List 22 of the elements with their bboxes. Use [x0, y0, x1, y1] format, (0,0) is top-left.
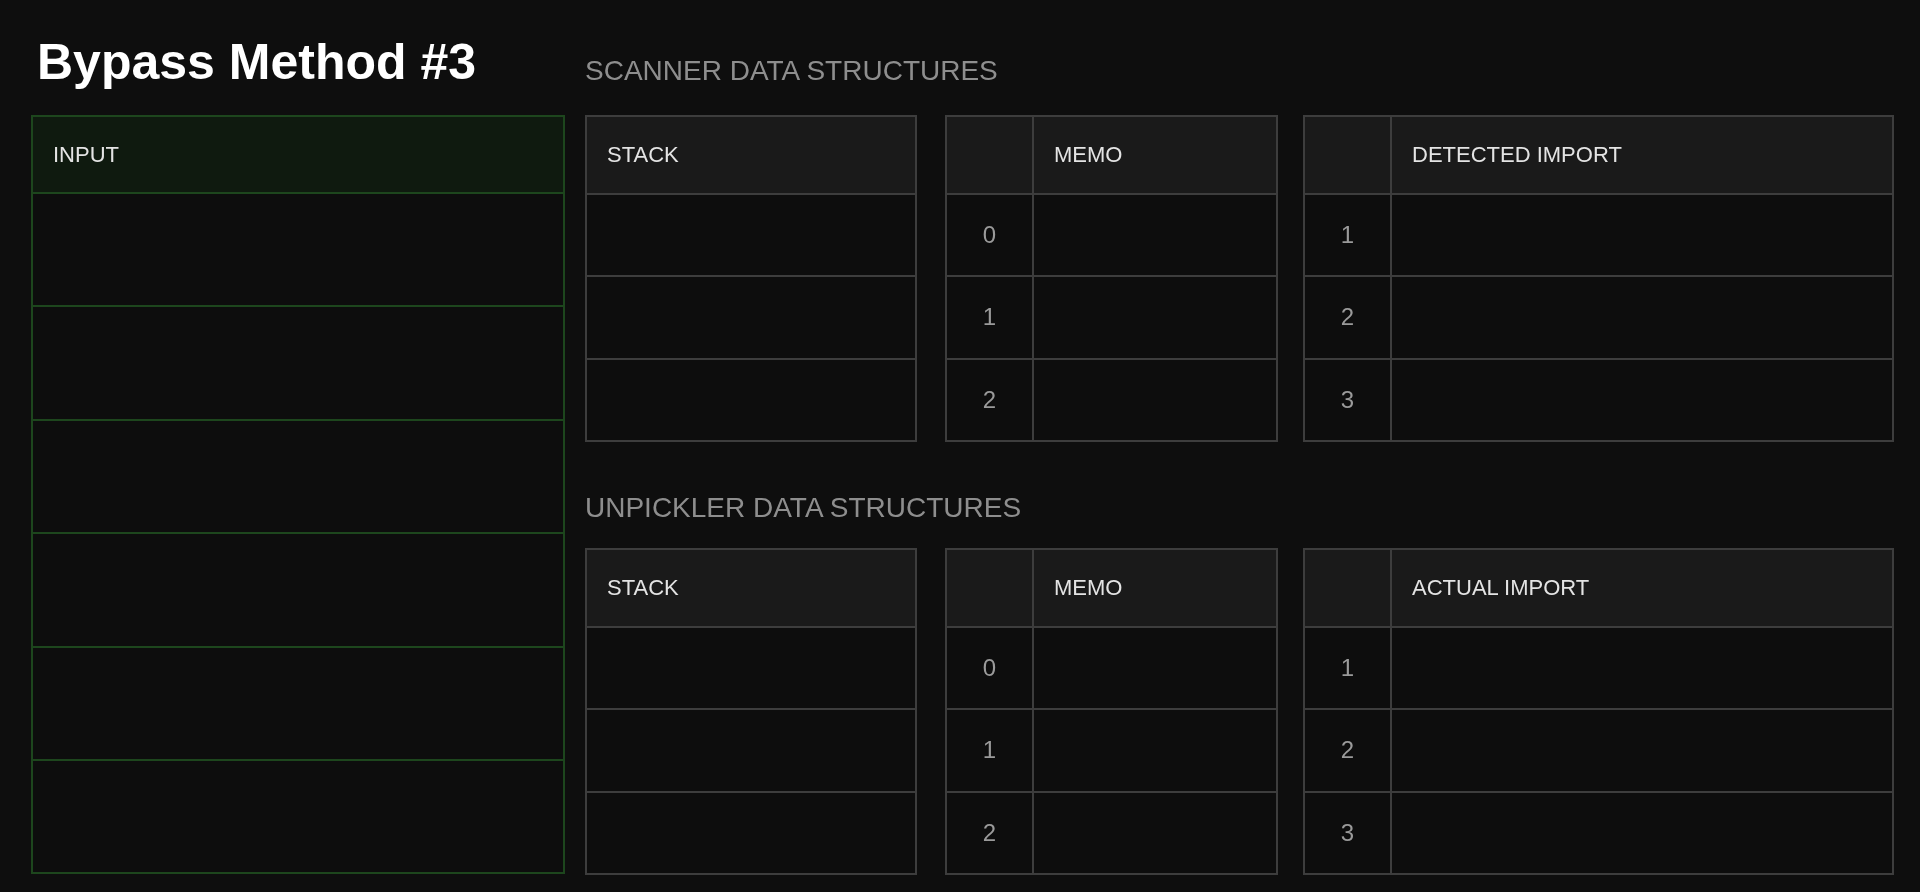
row-index: 2 [946, 358, 1033, 441]
column-header: ACTUAL IMPORT [1391, 549, 1893, 627]
row-index: 1 [946, 709, 1033, 792]
row-index: 2 [1304, 709, 1391, 792]
row-index: 1 [1304, 627, 1391, 710]
row-index: 3 [1304, 791, 1391, 874]
column-header: INPUT [32, 116, 564, 193]
column-header: STACK [586, 549, 916, 627]
row-index: 2 [946, 791, 1033, 874]
title: Bypass Method #3 [37, 37, 476, 87]
row-index: 0 [946, 627, 1033, 710]
row-index: 1 [1304, 194, 1391, 277]
section-heading: UNPICKLER DATA STRUCTURES [585, 494, 1022, 522]
section-heading: SCANNER DATA STRUCTURES [585, 57, 998, 85]
column-header: STACK [586, 116, 916, 194]
column-header: MEMO [1033, 549, 1277, 627]
column-header: DETECTED IMPORT [1391, 116, 1893, 194]
row-index: 2 [1304, 276, 1391, 359]
row-index: 3 [1304, 358, 1391, 441]
column-header: MEMO [1033, 116, 1277, 194]
row-index: 1 [946, 276, 1033, 359]
row-index: 0 [946, 194, 1033, 277]
